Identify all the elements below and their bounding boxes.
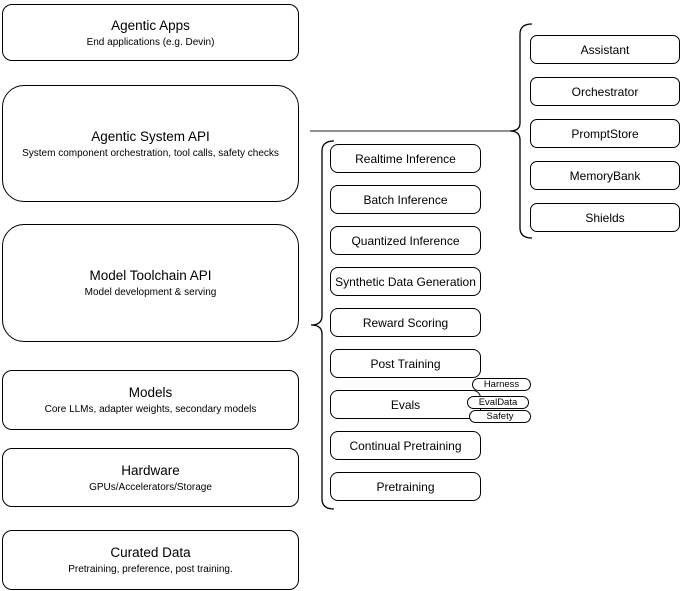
node-shields: Shields [530, 203, 680, 232]
node-reward-scoring: Reward Scoring [330, 308, 481, 337]
node-title: Hardware [121, 462, 180, 478]
node-post-training: Post Training [330, 349, 481, 378]
node-subtitle: Pretraining, preference, post training. [68, 564, 233, 575]
node-label: Realtime Inference [355, 151, 456, 166]
node-assistant: Assistant [530, 35, 680, 64]
pill-safety: Safety [469, 410, 531, 423]
node-subtitle: End applications (e.g. Devin) [86, 36, 215, 48]
node-model-toolchain-api: Model Toolchain API Model development & … [2, 224, 299, 342]
node-subtitle: Model development & serving [84, 287, 217, 298]
pill-label: EvalData [478, 396, 518, 408]
node-label: Orchestrator [571, 84, 639, 99]
node-title: Curated Data [110, 545, 191, 560]
node-label: Synthetic Data Generation [335, 274, 476, 289]
node-label: Post Training [370, 356, 441, 371]
node-orchestrator: Orchestrator [530, 77, 680, 106]
node-promptstore: PromptStore [530, 119, 680, 148]
node-title: Agentic System API [91, 128, 210, 144]
node-pretraining: Pretraining [330, 472, 481, 501]
pill-label: Harness [483, 378, 520, 390]
node-label: Shields [585, 210, 625, 225]
node-subtitle: GPUs/Accelerators/Storage [89, 481, 212, 493]
pill-harness: Harness [472, 378, 531, 391]
node-label: MemoryBank [569, 168, 641, 183]
node-label: Quantized Inference [351, 233, 460, 248]
node-models: Models Core LLMs, adapter weights, secon… [2, 370, 299, 430]
node-title: Model Toolchain API [89, 268, 212, 283]
node-continual-pretraining: Continual Pretraining [330, 431, 481, 460]
node-realtime-inference: Realtime Inference [330, 144, 481, 173]
node-quantized-inference: Quantized Inference [330, 226, 481, 255]
node-agentic-apps: Agentic Apps End applications (e.g. Devi… [2, 4, 299, 61]
node-synthetic-data-generation: Synthetic Data Generation [330, 267, 481, 296]
node-label: Evals [390, 397, 421, 412]
node-title: Models [128, 385, 173, 400]
node-agentic-system-api: Agentic System API System component orch… [2, 85, 299, 202]
node-label: Pretraining [376, 479, 435, 494]
agentic-group-bracket [509, 23, 533, 239]
node-label: PromptStore [571, 126, 639, 141]
node-memorybank: MemoryBank [530, 161, 680, 190]
node-label: Batch Inference [363, 192, 448, 207]
node-title: Agentic Apps [111, 17, 190, 33]
node-label: Reward Scoring [362, 315, 449, 330]
node-batch-inference: Batch Inference [330, 185, 481, 214]
node-curated-data: Curated Data Pretraining, preference, po… [2, 530, 299, 590]
node-label: Continual Pretraining [349, 438, 462, 453]
node-label: Assistant [580, 42, 630, 57]
node-evals: Evals [330, 390, 481, 419]
node-subtitle: System component orchestration, tool cal… [22, 147, 279, 159]
node-subtitle: Core LLMs, adapter weights, secondary mo… [44, 404, 257, 415]
pill-label: Safety [486, 410, 514, 422]
pill-evaldata: EvalData [467, 396, 529, 409]
node-hardware: Hardware GPUs/Accelerators/Storage [2, 448, 299, 507]
